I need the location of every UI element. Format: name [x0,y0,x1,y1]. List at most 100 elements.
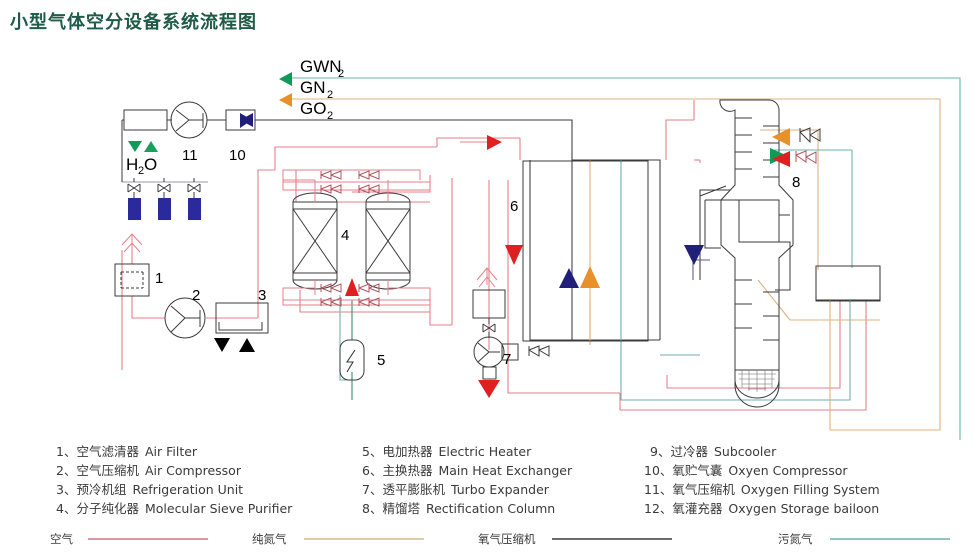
refrigeration-box [215,302,269,334]
column-lox-arrow-icon [772,151,790,167]
pipe-subcooler [692,259,710,280]
page-title: 小型气体空分设备系统流程图 [10,12,257,33]
water-drain-group: H 2 O [121,120,208,220]
refrigeration-unit-group: 3 [214,287,269,352]
gn2-sub: 2 [327,89,333,101]
equipment-label-1: 1 [155,270,163,287]
pipe-legend-label-1: 纯氮气 [252,532,287,546]
pipe-waste-nitrogen [290,77,961,440]
hx-bottom-valve [528,345,550,357]
oxygen-compressor-group: 11 10 [122,101,256,164]
hx-oxygen-arrow-icon [559,268,579,288]
sieve-vessel-right [365,192,411,290]
heat-exchanger-box [522,160,649,342]
drain-valve-2 [157,178,171,220]
column-sump [734,369,780,399]
equipment-label-4: 4 [341,227,349,244]
lightning-icon [345,349,356,373]
refrig-up-arrow-icon [239,338,255,352]
water-up-arrow-icon [144,141,158,152]
sieve-valves-top [320,170,380,194]
rectification-column-group: 8 [684,99,821,408]
air-compressor-group: 2 [164,287,206,339]
equipment-label-6: 6 [510,198,518,215]
sieve-valves-bottom [320,283,380,307]
storage-box-group [815,265,881,302]
hx-inlet-arrow-icon [487,135,502,150]
pipe-legend-label-0: 空气 [50,532,73,546]
expander-outlet-box [482,366,497,380]
water-label: H [126,155,138,174]
pipe-network [121,77,961,440]
equipment-label-2: 2 [192,287,200,304]
air-filter-group: 1 [114,233,163,297]
drain-vessel-1 [128,198,141,220]
electric-heater-box [339,339,365,381]
column-shell [719,99,794,408]
gn2-label: GN [300,78,326,97]
air-compressor-icon [164,297,206,339]
hx-turbine-feed-arrow-icon [505,245,523,265]
column-gn2-valve [799,127,821,144]
equipment-label-7: 7 [503,351,511,368]
oxygen-bag-box [225,109,256,131]
expander-brake-box [501,343,519,361]
drain-vessel-2 [158,198,171,220]
water-label-tail: O [144,155,157,174]
equipment-label-5: 5 [377,352,385,369]
sieve-regen-arrow-icon [345,278,359,296]
column-trays-upper [735,117,779,178]
air-filter-box [114,263,150,297]
go2-label: GO [300,99,326,118]
equipment-label-3: 3 [258,287,266,304]
expander-outlet-arrow-icon [478,380,500,398]
main-heat-exchanger-group: 6 [487,135,649,357]
gwn2-label: GWN [300,57,342,76]
refrig-down-arrow-icon [214,338,230,352]
column-condenser [738,199,780,243]
drain-vessel-3 [188,198,201,220]
pipe-legend-label-3: 污氮气 [778,532,813,546]
column-gn2-arrow-icon [772,128,790,146]
column-lox-valve [795,150,817,164]
electric-heater-group: 5 [339,339,385,381]
filter-box-top [123,109,168,131]
drain-valve-1 [127,178,141,220]
subcooler-arrow-icon [684,245,704,265]
pipe-pure-nitrogen [290,98,941,431]
equipment-label-11: 11 [182,147,198,164]
equipment-label-10: 10 [229,147,246,164]
water-label-sub: 2 [138,165,144,177]
molecular-sieve-group: 4 [282,169,431,307]
bag-arrow-icon [240,113,252,128]
water-down-arrow-icon [128,141,142,152]
pipe-legend: 空气 纯氮气 氧气压缩机 污氮气 [50,532,950,546]
column-trays-lower [735,279,779,341]
